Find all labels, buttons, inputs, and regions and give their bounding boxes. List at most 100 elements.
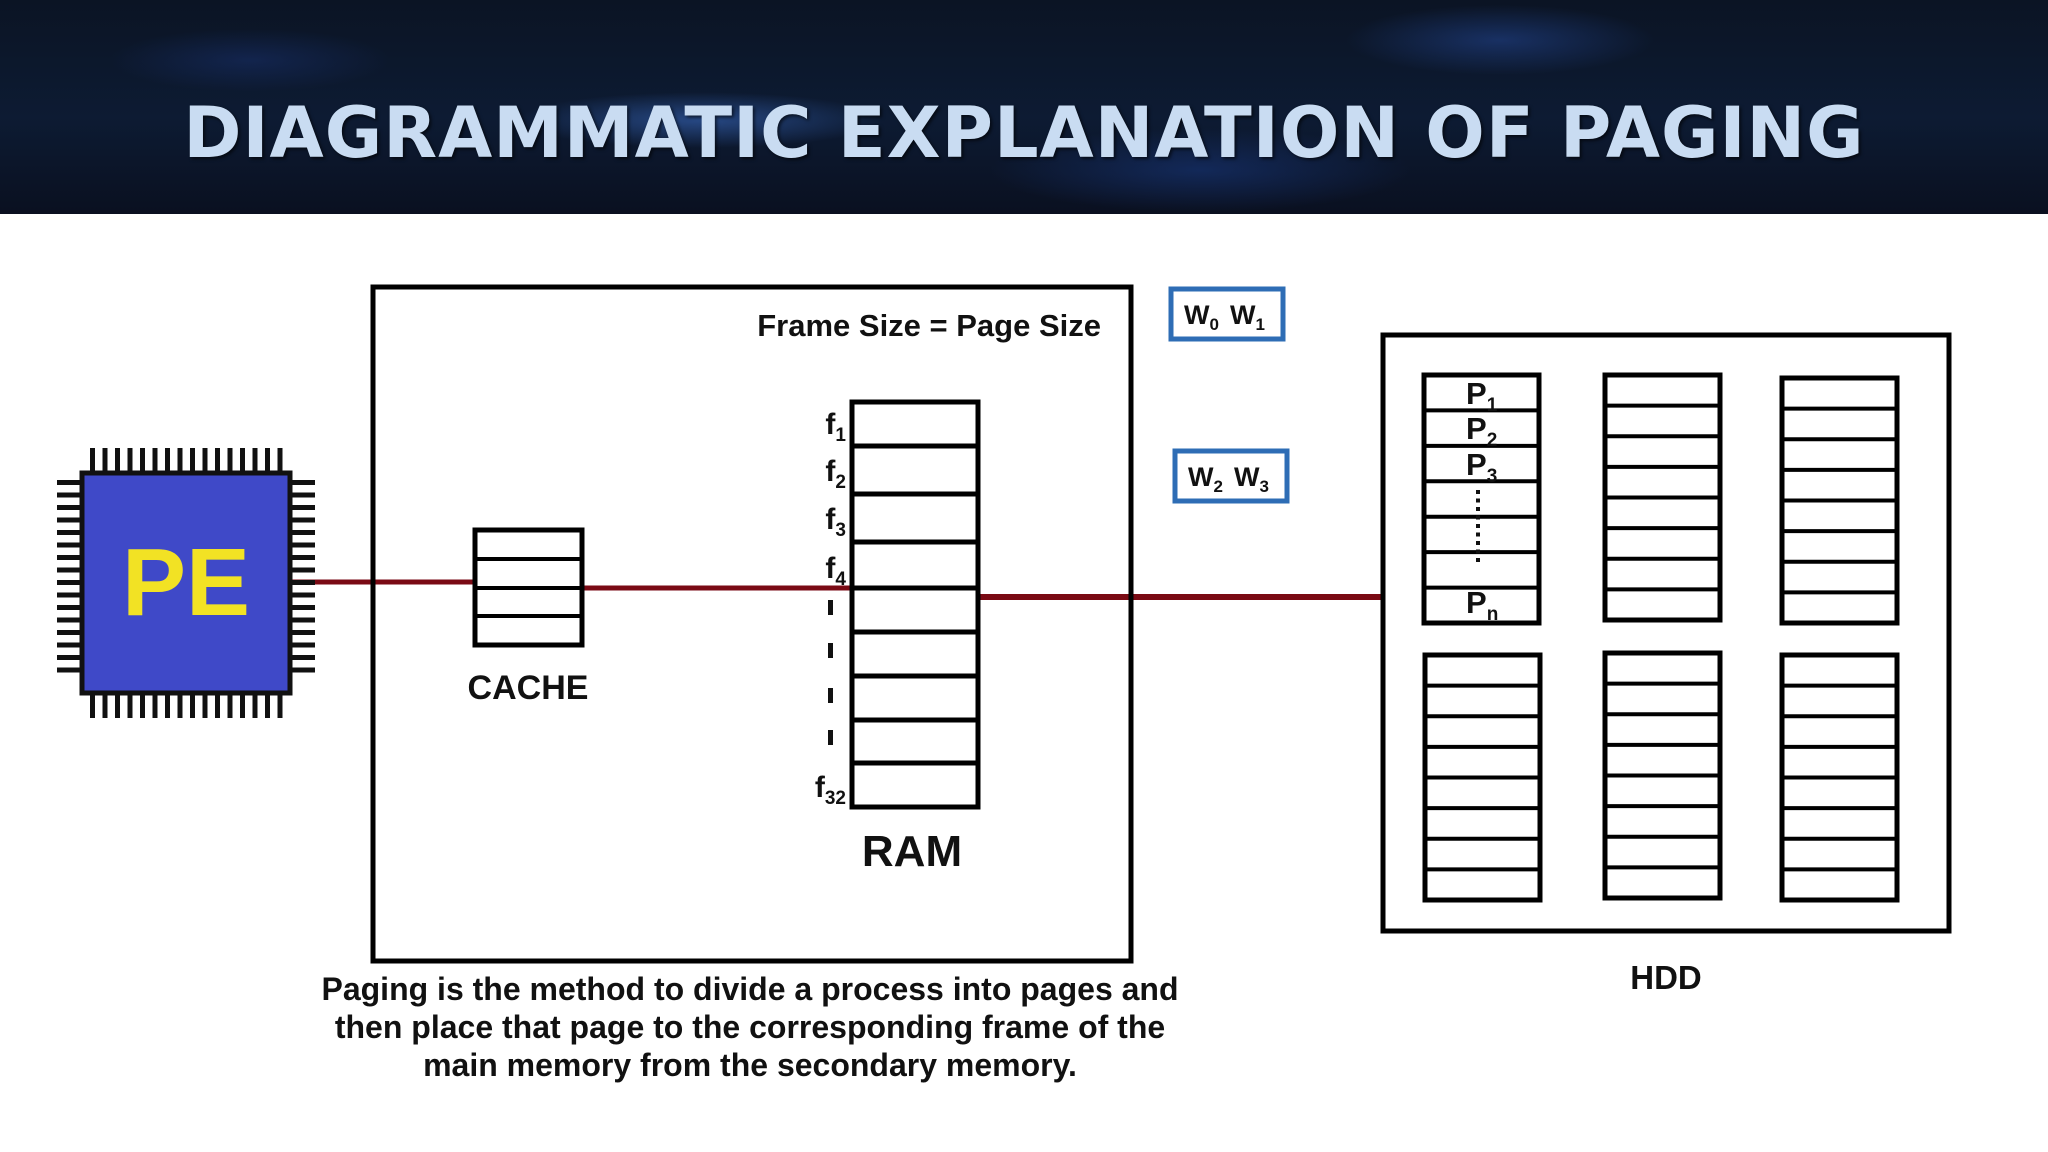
hdd-ellipsis-dot <box>1476 532 1480 537</box>
cpu-pin <box>57 555 82 560</box>
cpu-pin <box>57 667 82 673</box>
cpu-pin <box>57 580 82 585</box>
hdd-label: HDD <box>1630 959 1702 996</box>
cpu-pin <box>290 655 315 660</box>
cpu-pin <box>165 448 170 473</box>
cpu-label: PE <box>122 529 250 636</box>
cpu-pins-left <box>57 480 82 673</box>
cpu-pin <box>240 693 245 718</box>
caption-line: Paging is the method to divide a process… <box>321 971 1179 1007</box>
cpu-pin <box>290 630 315 635</box>
word-label: W1 <box>1230 300 1265 334</box>
cpu-pin <box>57 492 82 498</box>
cpu-pin <box>165 693 170 718</box>
cpu-pin <box>290 505 315 510</box>
cpu-pin <box>290 667 315 673</box>
word-box-frame <box>1168 286 1286 342</box>
hdd-ellipsis-dot <box>1476 541 1480 545</box>
cpu-pin <box>127 693 133 718</box>
cpu-pin <box>102 693 108 718</box>
hdd-ellipsis-dot <box>1476 498 1480 503</box>
cpu-pin <box>290 480 315 485</box>
cpu-pin <box>57 592 82 598</box>
cpu-pin <box>290 555 315 560</box>
cpu-pins-top <box>90 448 283 473</box>
hdd-page-label: P3 <box>1466 447 1497 487</box>
ram-ellipsis-dot <box>828 688 833 703</box>
cpu-pin <box>290 492 315 498</box>
word-box: W0 W1 <box>1168 286 1286 342</box>
cpu-pin <box>152 448 158 473</box>
cpu-pin <box>290 642 315 648</box>
hdd-ellipsis-dot <box>1476 549 1480 554</box>
cpu-pin <box>290 580 315 585</box>
cpu-pin <box>57 542 82 548</box>
cpu-pin <box>265 693 270 718</box>
hdd-ellipsis-dot <box>1476 490 1480 494</box>
cpu-pin <box>277 448 283 473</box>
cpu-pin <box>240 448 245 473</box>
cpu-pin <box>227 693 233 718</box>
title-banner: DIAGRAMMATIC EXPLANATION OF PAGING <box>0 0 2048 214</box>
cpu-pin <box>152 693 158 718</box>
hdd-ellipsis-dot <box>1476 507 1480 511</box>
ram-ellipsis <box>828 600 833 745</box>
cpu-pin <box>57 655 82 660</box>
hdd-page-stacks <box>1421 372 1900 903</box>
ram-frame-label: f3 <box>825 503 846 541</box>
ram-ellipsis-dot <box>828 730 833 745</box>
cpu-pin <box>57 505 82 510</box>
cpu-pin <box>115 693 120 718</box>
caption-line: main memory from the secondary memory. <box>423 1047 1077 1083</box>
cpu-pin <box>57 480 82 485</box>
cpu-body <box>79 470 293 696</box>
ram-box <box>849 399 981 810</box>
cpu-pin <box>252 693 258 718</box>
cpu-pin <box>265 448 270 473</box>
main-memory-box <box>370 284 1134 964</box>
hdd-page-stack <box>1421 372 1542 626</box>
cpu-pin <box>202 693 208 718</box>
cpu-pin <box>127 448 133 473</box>
word-label: W0 <box>1184 300 1219 334</box>
cpu-pin <box>252 448 258 473</box>
cpu-pins-bottom <box>90 693 283 718</box>
cpu-pin <box>277 693 283 718</box>
cpu-pin <box>290 517 315 523</box>
cpu-pin <box>115 448 120 473</box>
cpu-pin <box>227 448 233 473</box>
cpu-pin <box>90 693 95 718</box>
hdd-page-label: P2 <box>1466 411 1497 451</box>
cpu-pin <box>57 517 82 523</box>
cpu-pins-right <box>290 480 315 673</box>
hdd-page-stack <box>1779 652 1900 903</box>
hdd-ellipsis-dot <box>1476 524 1480 528</box>
hdd-stack-frame <box>1421 372 1542 626</box>
cache-block <box>472 527 585 648</box>
cpu-pin <box>190 693 195 718</box>
ram-ellipsis-dot <box>828 600 833 615</box>
cpu-chip: PE <box>57 448 315 718</box>
ram-frame-label: f32 <box>815 771 846 809</box>
hdd-ellipsis-dot <box>1476 515 1480 520</box>
cache-label: CACHE <box>468 669 589 707</box>
word-box-frame <box>1172 448 1290 504</box>
word-label: W2 <box>1188 462 1223 496</box>
cpu-pin <box>57 630 82 635</box>
word-box: W2 W3 <box>1172 448 1290 504</box>
hdd-page-stack <box>1779 375 1900 626</box>
hdd-page-label: P1 <box>1466 376 1498 416</box>
hdd-page-stack <box>1422 652 1543 903</box>
cpu-pin <box>57 617 82 623</box>
cpu-pin <box>140 448 145 473</box>
cpu-pin <box>290 567 315 573</box>
ram-frame-label: f4 <box>825 552 846 590</box>
cpu-pin <box>177 448 183 473</box>
word-label: W3 <box>1234 462 1269 496</box>
ram-label: RAM <box>862 827 962 876</box>
cpu-pin <box>90 448 95 473</box>
hdd-page-stack <box>1602 650 1723 901</box>
cpu-pin <box>57 567 82 573</box>
